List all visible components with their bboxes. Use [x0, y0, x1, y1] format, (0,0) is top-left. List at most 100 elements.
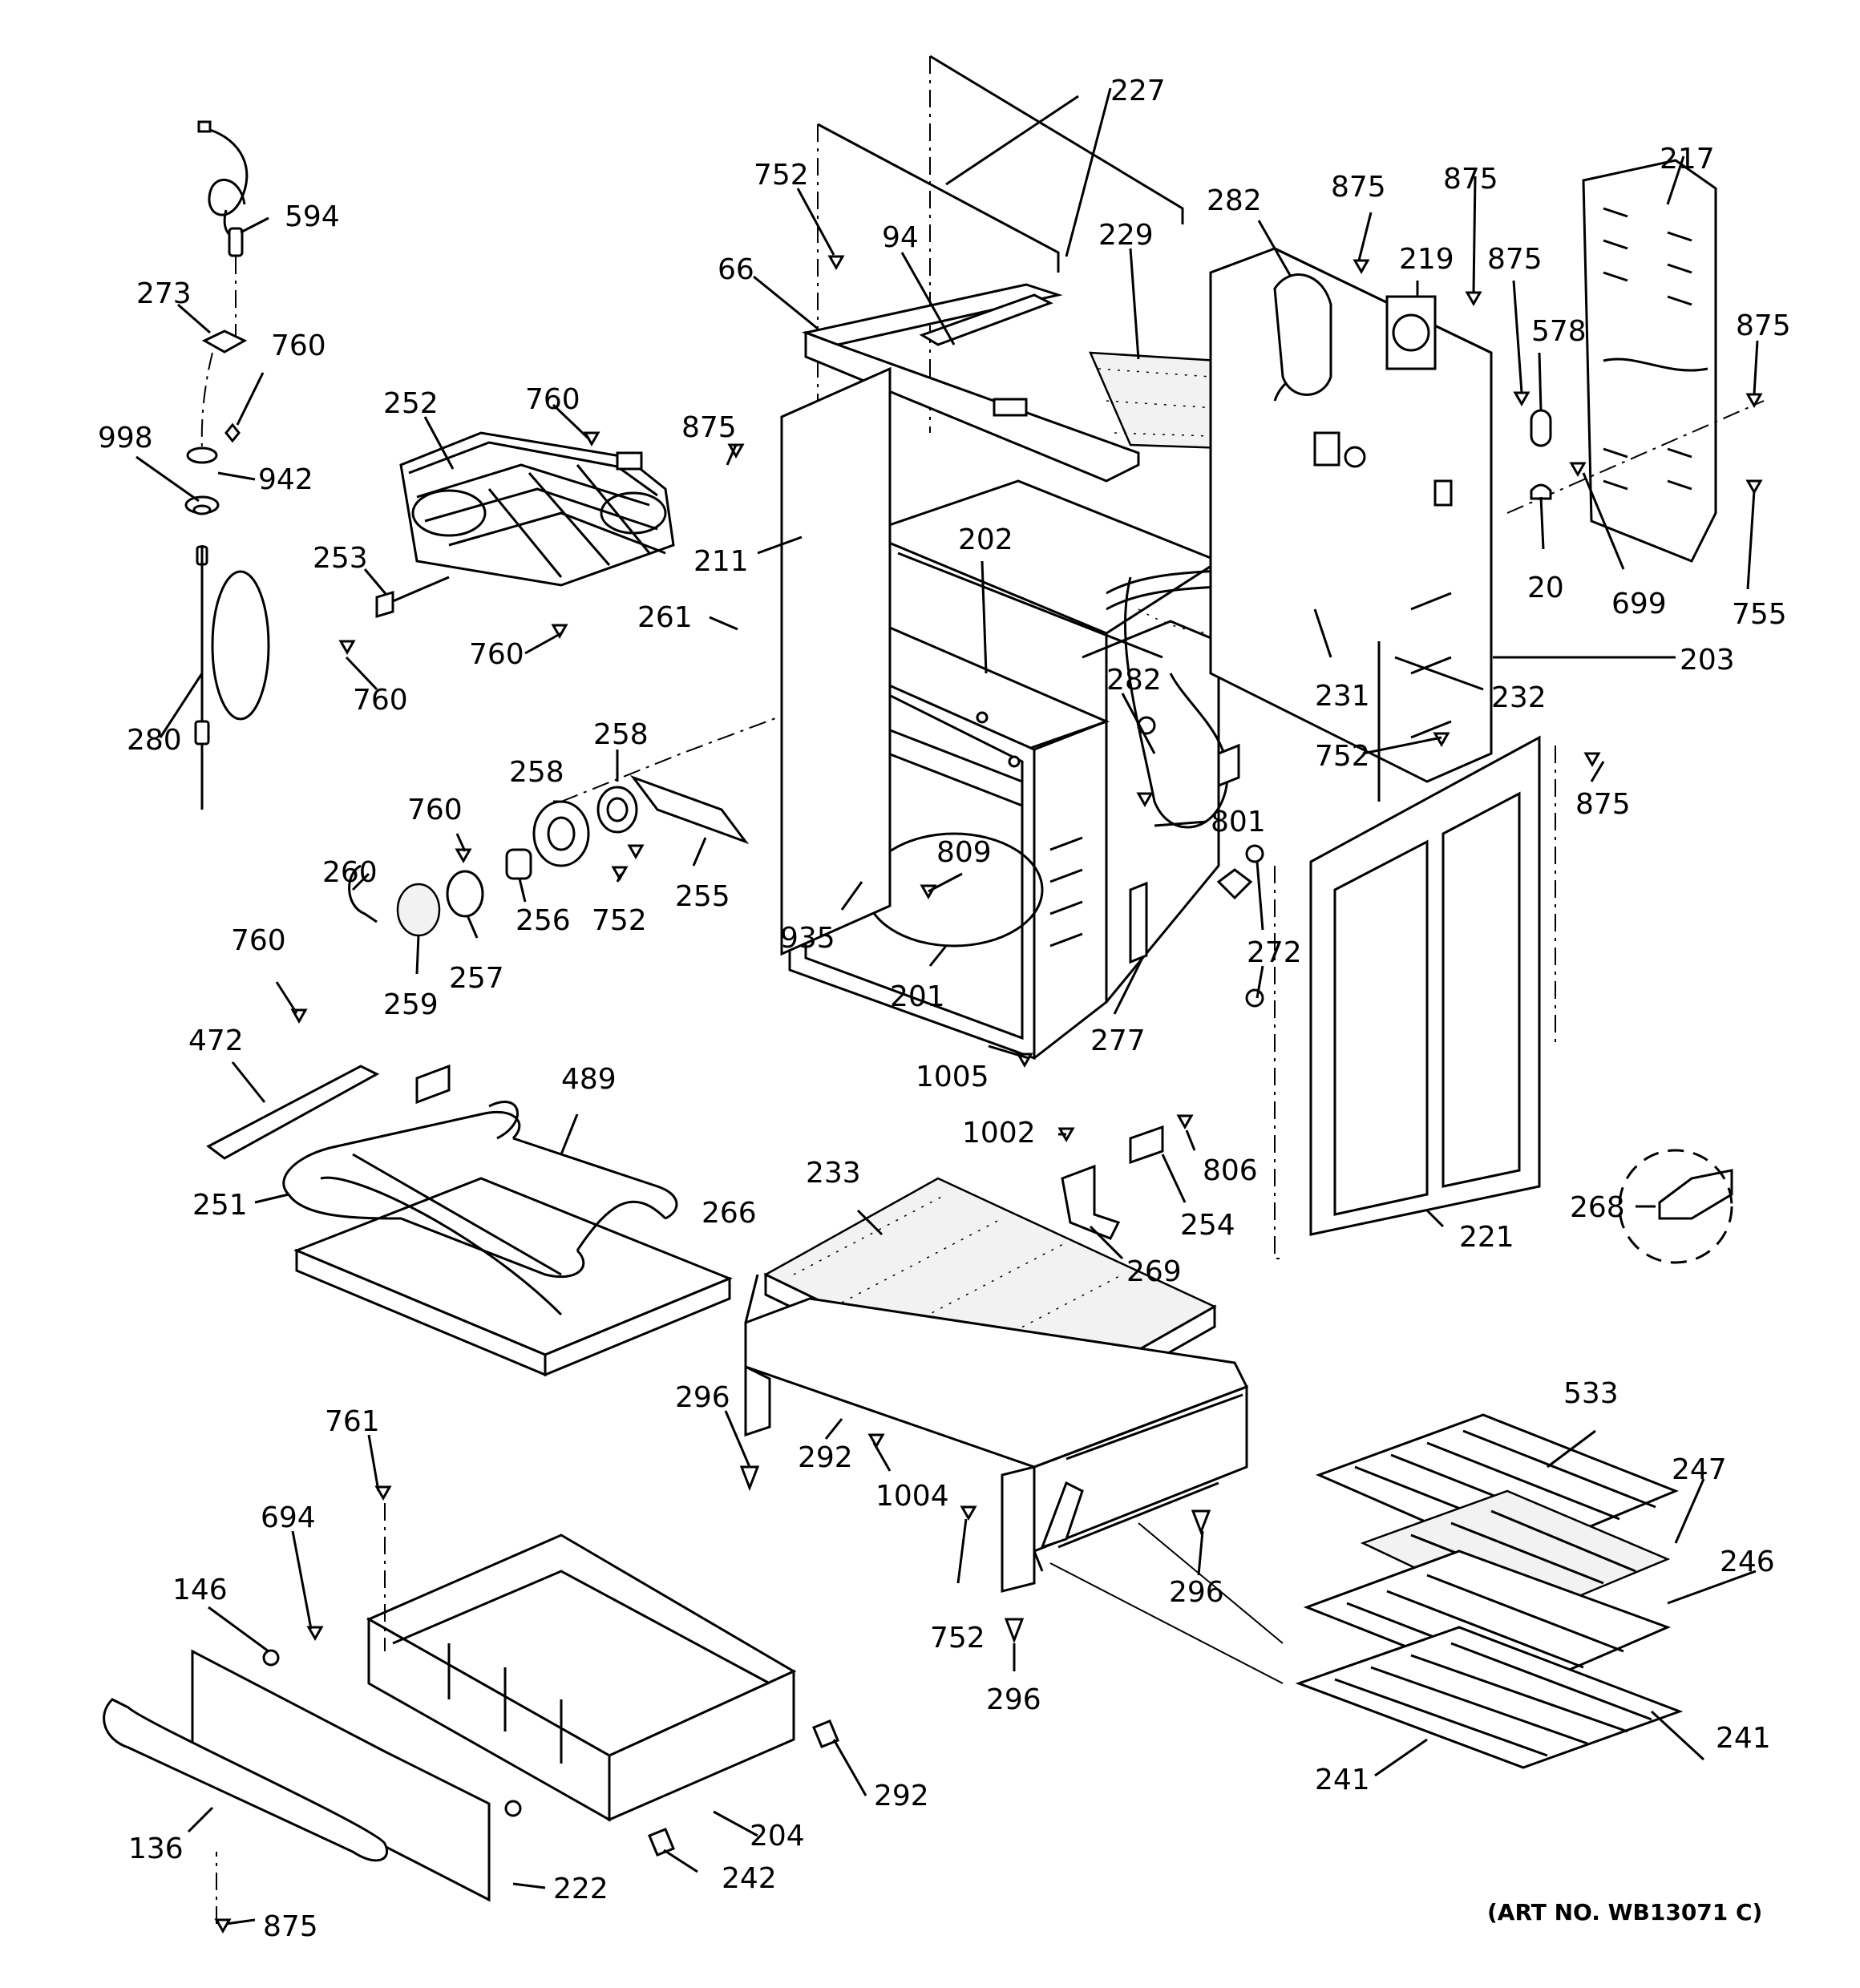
rear-panel	[780, 247, 1493, 956]
callout-760: 760	[525, 383, 580, 416]
cooktop-burner-box	[744, 1177, 1284, 1684]
callout-266: 266	[702, 1197, 757, 1230]
callout-273: 273	[136, 277, 192, 310]
callout-labels: 594 273 760 998 942 280 252 760 253 760 …	[98, 75, 1791, 1943]
callout-752: 752	[754, 159, 809, 192]
callout-755: 755	[1732, 598, 1787, 631]
callout-296: 296	[675, 1381, 730, 1414]
lower-heating-element	[206, 1064, 733, 1377]
callout-875: 875	[1736, 309, 1791, 342]
callout-760: 760	[407, 794, 463, 826]
callout-259: 259	[383, 988, 439, 1021]
callout-221: 221	[1459, 1221, 1514, 1254]
callout-246: 246	[1720, 1546, 1775, 1578]
callout-282: 282	[1106, 664, 1162, 697]
callout-258: 258	[509, 756, 564, 789]
callout-806: 806	[1203, 1154, 1258, 1187]
upper-heating-element	[375, 431, 675, 619]
misc-brackets	[1061, 743, 1733, 1264]
oven-racks-broiler-pan	[1295, 1413, 1684, 1769]
callout-233: 233	[806, 1157, 861, 1190]
callout-252: 252	[383, 387, 439, 420]
callout-256: 256	[516, 904, 571, 937]
callout-222: 222	[553, 1873, 609, 1905]
callout-94: 94	[882, 221, 919, 254]
callout-935: 935	[780, 922, 835, 955]
callout-282: 282	[1207, 184, 1262, 217]
callout-280: 280	[127, 724, 182, 757]
callout-258: 258	[593, 718, 649, 751]
callout-201: 201	[890, 980, 945, 1013]
callout-694: 694	[261, 1501, 316, 1534]
callout-253: 253	[313, 542, 368, 575]
callout-231: 231	[1315, 680, 1370, 713]
callout-241: 241	[1315, 1764, 1370, 1796]
callout-254: 254	[1180, 1209, 1235, 1242]
callout-204: 204	[750, 1820, 805, 1853]
callout-292: 292	[798, 1441, 853, 1474]
callout-809: 809	[936, 836, 992, 869]
callout-219: 219	[1399, 243, 1454, 276]
callout-247: 247	[1672, 1453, 1727, 1486]
callout-760: 760	[353, 684, 408, 717]
callout-261: 261	[637, 601, 693, 634]
callout-760: 760	[469, 638, 524, 671]
callout-229: 229	[1098, 219, 1154, 252]
callout-760: 760	[231, 924, 286, 957]
callout-242: 242	[722, 1862, 777, 1895]
storage-drawer	[103, 1503, 839, 1924]
callout-875: 875	[1331, 171, 1386, 204]
callout-217: 217	[1660, 143, 1715, 176]
callout-875: 875	[1487, 243, 1543, 276]
callout-296: 296	[1169, 1576, 1224, 1609]
side-outer-panel	[1274, 735, 1556, 1259]
callout-1004: 1004	[875, 1480, 949, 1513]
callout-255: 255	[675, 880, 730, 913]
callout-227: 227	[1110, 75, 1166, 107]
callout-268: 268	[1570, 1191, 1625, 1224]
callout-211: 211	[693, 545, 749, 578]
callout-202: 202	[958, 523, 1013, 556]
callout-296: 296	[986, 1683, 1041, 1716]
callout-232: 232	[1491, 681, 1547, 714]
callout-272: 272	[1247, 936, 1302, 969]
art-number: (ART NO. WB13071 C)	[1487, 1899, 1762, 1925]
callout-875: 875	[1443, 163, 1498, 196]
callout-594: 594	[285, 200, 340, 233]
callout-66: 66	[718, 253, 754, 286]
callout-752: 752	[592, 904, 647, 937]
callout-146: 146	[172, 1574, 228, 1606]
callout-578: 578	[1531, 315, 1587, 348]
callout-1002: 1002	[962, 1117, 1036, 1150]
callout-136: 136	[128, 1832, 184, 1865]
callout-489: 489	[561, 1063, 617, 1096]
callout-752: 752	[930, 1622, 985, 1655]
callout-1005: 1005	[916, 1061, 989, 1093]
callout-251: 251	[192, 1189, 248, 1222]
callout-760: 760	[271, 329, 326, 362]
callout-942: 942	[258, 463, 313, 496]
callout-203: 203	[1680, 644, 1735, 677]
oven-light-assembly	[348, 705, 811, 937]
callout-20: 20	[1527, 572, 1564, 604]
callout-533: 533	[1563, 1377, 1619, 1410]
side-panel-right	[1506, 159, 1765, 563]
callout-472: 472	[188, 1024, 244, 1057]
callout-260: 260	[322, 856, 378, 889]
callout-292: 292	[874, 1780, 929, 1812]
callout-277: 277	[1090, 1024, 1146, 1057]
leader-lines	[135, 87, 1759, 1925]
callout-752: 752	[1315, 740, 1370, 773]
sensor-wire-assembly	[184, 120, 270, 810]
callout-801: 801	[1211, 806, 1266, 838]
callout-875: 875	[681, 411, 737, 444]
callout-875: 875	[1575, 788, 1631, 821]
callout-257: 257	[449, 962, 504, 995]
callout-761: 761	[325, 1405, 380, 1438]
callout-875: 875	[263, 1910, 318, 1943]
callout-269: 269	[1126, 1255, 1182, 1288]
callout-998: 998	[98, 422, 153, 455]
callout-241: 241	[1716, 1722, 1771, 1755]
